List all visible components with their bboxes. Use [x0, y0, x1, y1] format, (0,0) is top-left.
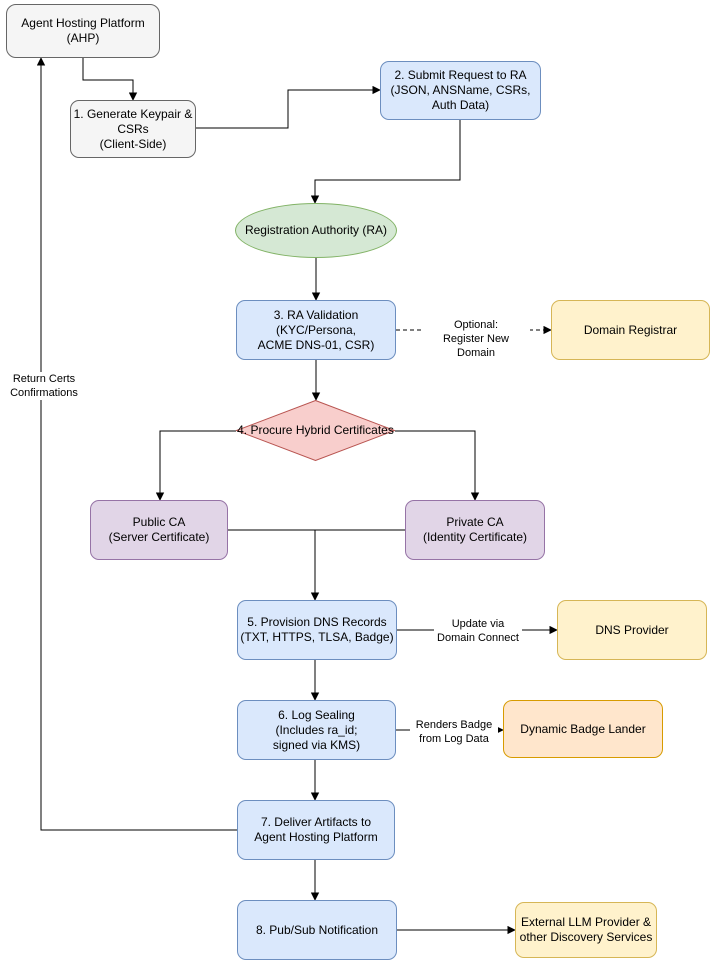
edge-step4-to-private-ca: [395, 430, 480, 501]
node-public-ca: Public CA (Server Certificate): [90, 500, 228, 560]
node-pubsub-notification: 8. Pub/Sub Notification: [237, 900, 397, 960]
edge-label-renders-badge: Renders Badge from Log Data: [410, 718, 498, 746]
node-domain-registrar: Domain Registrar: [551, 300, 710, 360]
node-deliver-artifacts: 7. Deliver Artifacts to Agent Hosting Pl…: [237, 800, 395, 860]
node-provision-dns: 5. Provision DNS Records (TXT, HTTPS, TL…: [237, 600, 397, 660]
edge-label-optional-register: Optional: Register New Domain: [422, 318, 530, 360]
edge-label-update-via-domain-connect: Update via Domain Connect: [434, 617, 522, 645]
edge-step2-to-ra: [310, 120, 461, 204]
node-external-llm-provider: External LLM Provider & other Discovery …: [515, 902, 657, 958]
node-procure-certificates-decision: 4. Procure Hybrid Certificates: [236, 400, 395, 461]
diamond-shape: [236, 400, 395, 461]
node-generate-keypair: 1. Generate Keypair & CSRs (Client-Side): [70, 100, 196, 158]
edge-step7-to-ahp-return: [36, 57, 237, 831]
edge-label-return-certs: Return Certs Confirmations: [6, 372, 82, 400]
node-dynamic-badge-lander: Dynamic Badge Lander: [503, 700, 663, 758]
node-private-ca: Private CA (Identity Certificate): [405, 500, 545, 560]
node-registration-authority: Registration Authority (RA): [235, 203, 397, 258]
node-submit-request: 2. Submit Request to RA (JSON, ANSName, …: [380, 61, 541, 120]
diamond-label: 4. Procure Hybrid Certificates: [237, 423, 394, 437]
edge-step1-to-step2: [196, 85, 381, 129]
edge-step4-to-public-ca: [155, 430, 236, 501]
node-dns-provider: DNS Provider: [557, 600, 707, 660]
edge-ahp-to-step1: [82, 58, 138, 101]
node-agent-hosting-platform: Agent Hosting Platform (AHP): [6, 4, 160, 58]
node-ra-validation: 3. RA Validation (KYC/Persona, ACME DNS-…: [236, 300, 396, 360]
node-log-sealing: 6. Log Sealing (Includes ra_id; signed v…: [237, 700, 396, 760]
